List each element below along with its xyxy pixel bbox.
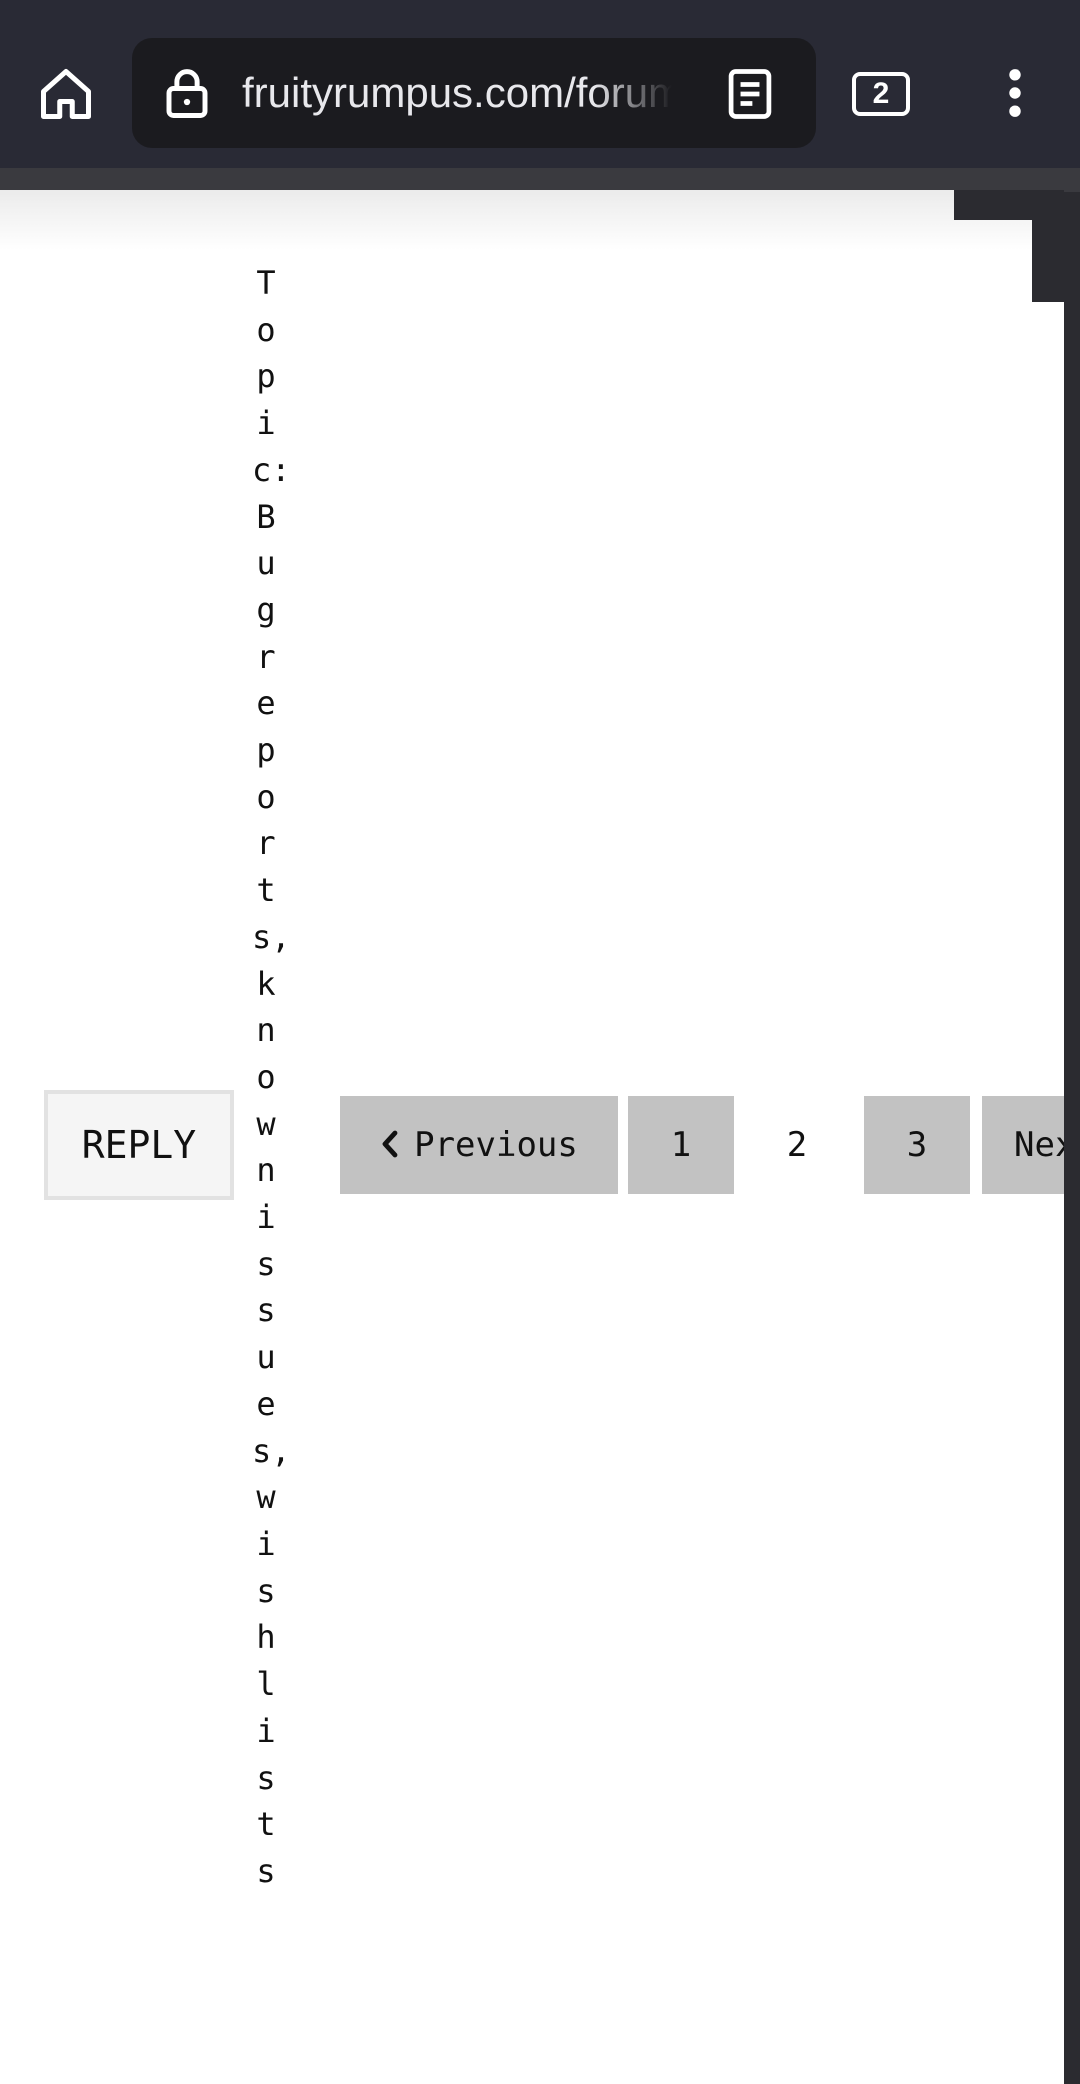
browser-toolbar: fruityrumpus.com/forum 2 — [0, 0, 1080, 168]
reply-button[interactable]: REPLY — [44, 1090, 234, 1200]
overflow-menu-icon[interactable] — [980, 58, 1050, 128]
reader-mode-icon[interactable] — [720, 64, 780, 124]
next-page-button[interactable]: Next — [982, 1096, 1064, 1194]
page-link-1[interactable]: 1 — [628, 1096, 734, 1194]
topic-title: Topic:Bugreports,knownissues,wishlists — [252, 264, 291, 1890]
page-current-2: 2 — [786, 1125, 808, 1165]
tab-switcher-button[interactable]: 2 — [852, 72, 910, 116]
page-link-3[interactable]: 3 — [864, 1096, 970, 1194]
chevron-left-icon — [382, 1130, 398, 1157]
page-corner-shadow — [954, 190, 1064, 220]
url-text[interactable]: fruityrumpus.com/forum — [242, 69, 672, 116]
home-button[interactable] — [28, 56, 104, 132]
previous-page-button[interactable]: Previous — [340, 1096, 618, 1194]
page-corner-shadow — [1032, 220, 1064, 302]
url-bar[interactable]: fruityrumpus.com/forum — [132, 38, 816, 148]
page-content: Topic:Bugreports,knownissues,wishlists R… — [0, 190, 1064, 2084]
lock-icon — [160, 66, 214, 120]
toolbar-shadow — [0, 168, 1080, 192]
home-icon — [41, 69, 91, 119]
previous-label: Previous — [414, 1125, 578, 1165]
page-top-edge — [0, 190, 1064, 250]
